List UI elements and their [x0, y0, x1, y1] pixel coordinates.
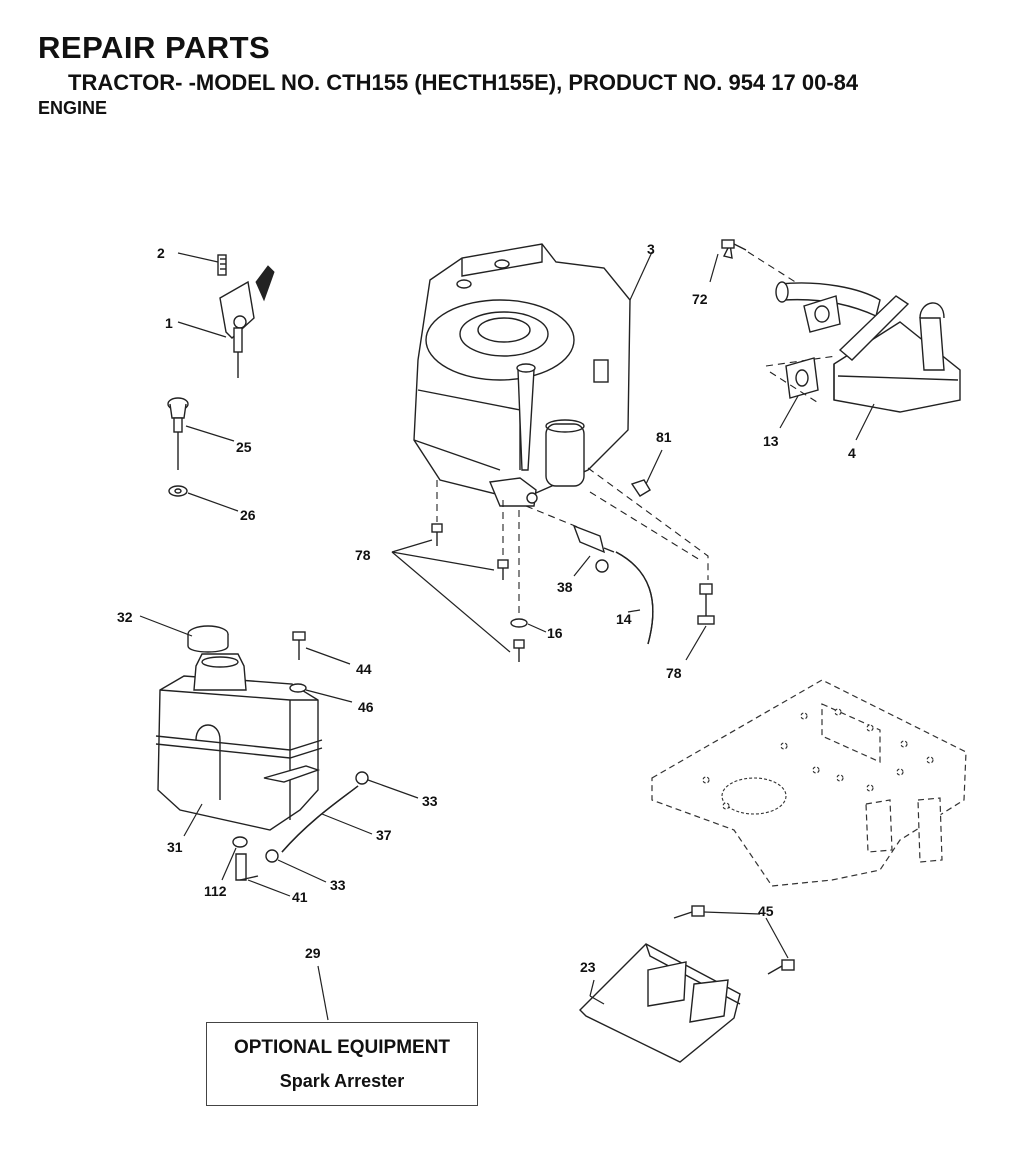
optional-leader-line: [317, 965, 329, 1021]
callout-33-upper: 33: [422, 793, 438, 809]
callout-26: 26: [240, 507, 256, 523]
callout-2: 2: [157, 245, 165, 261]
callout-3: 3: [647, 241, 655, 257]
callout-33-lower: 33: [330, 877, 346, 893]
tractor-frame-outline: [651, 679, 967, 887]
page-header: REPAIR PARTS TRACTOR- -MODEL NO. CTH155 …: [38, 30, 858, 120]
callout-31: 31: [167, 839, 183, 855]
fuel-tank-part: [139, 615, 323, 837]
callout-32: 32: [117, 609, 133, 625]
engine-bolts-part: [391, 480, 547, 662]
callout-16: 16: [547, 625, 563, 641]
dipstick-part: [167, 397, 239, 512]
heat-shield-part: [579, 905, 795, 1063]
fuel-valve-part: [525, 449, 715, 661]
callout-29: 29: [305, 945, 321, 961]
callout-72: 72: [692, 291, 708, 307]
callout-112: 112: [204, 883, 227, 899]
callout-45: 45: [758, 903, 774, 919]
section-name: ENGINE: [38, 98, 108, 119]
callout-37: 37: [376, 827, 392, 843]
optional-equipment-heading: OPTIONAL EQUIPMENT: [233, 1037, 451, 1058]
callout-81: 81: [656, 429, 672, 445]
page-title: REPAIR PARTS: [38, 30, 271, 65]
callout-78-left: 78: [355, 547, 371, 563]
muffler-part: [709, 239, 961, 441]
callout-4: 4: [848, 445, 856, 461]
callout-23: 23: [580, 959, 596, 975]
tank-screw-part: [289, 631, 353, 703]
model-subtitle: TRACTOR- -MODEL NO. CTH155 (HECTH155E), …: [68, 69, 859, 95]
fuel-line-part: [221, 771, 419, 897]
callout-1: 1: [165, 315, 173, 331]
callout-41: 41: [292, 889, 308, 905]
engine-part: [413, 243, 653, 507]
callout-38: 38: [557, 579, 573, 595]
callout-25: 25: [236, 439, 252, 455]
callout-14: 14: [616, 611, 632, 627]
callout-78-right: 78: [666, 665, 682, 681]
throttle-control-part: [177, 252, 275, 378]
callout-46: 46: [358, 699, 374, 715]
callout-labels: 2 1 25 26 3 72 13 4 81 78 38 16 14 78 32…: [117, 241, 856, 975]
callout-44: 44: [356, 661, 372, 677]
spark-arrester-label: Spark Arrester: [279, 1071, 405, 1091]
callout-13: 13: [763, 433, 779, 449]
optional-equipment-box: OPTIONAL EQUIPMENT Spark Arrester: [206, 1022, 478, 1106]
